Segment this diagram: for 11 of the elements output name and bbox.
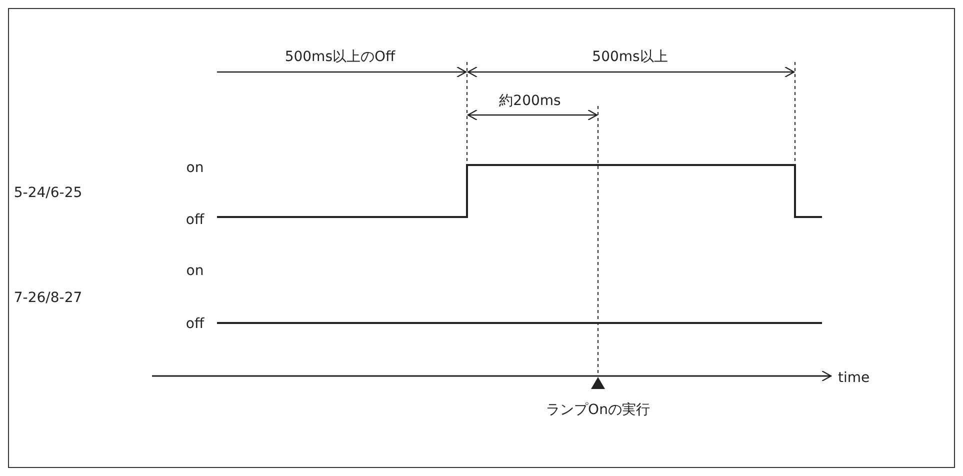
- signal-label: 5-24/6-25: [14, 185, 82, 201]
- signal-label: 7-26/8-27: [14, 290, 82, 306]
- signal-label: on: [186, 263, 204, 279]
- signal-label: on: [186, 160, 204, 176]
- axis-label: time: [838, 370, 870, 386]
- dimension-label: 500ms以上: [592, 49, 668, 65]
- signal-label: off: [186, 212, 204, 228]
- signal-label: off: [186, 316, 204, 332]
- dimension-label: 約200ms: [499, 93, 561, 109]
- signal-label: ランプOnの実行: [546, 402, 650, 418]
- dimension-label: 500ms以上のOff: [284, 49, 396, 65]
